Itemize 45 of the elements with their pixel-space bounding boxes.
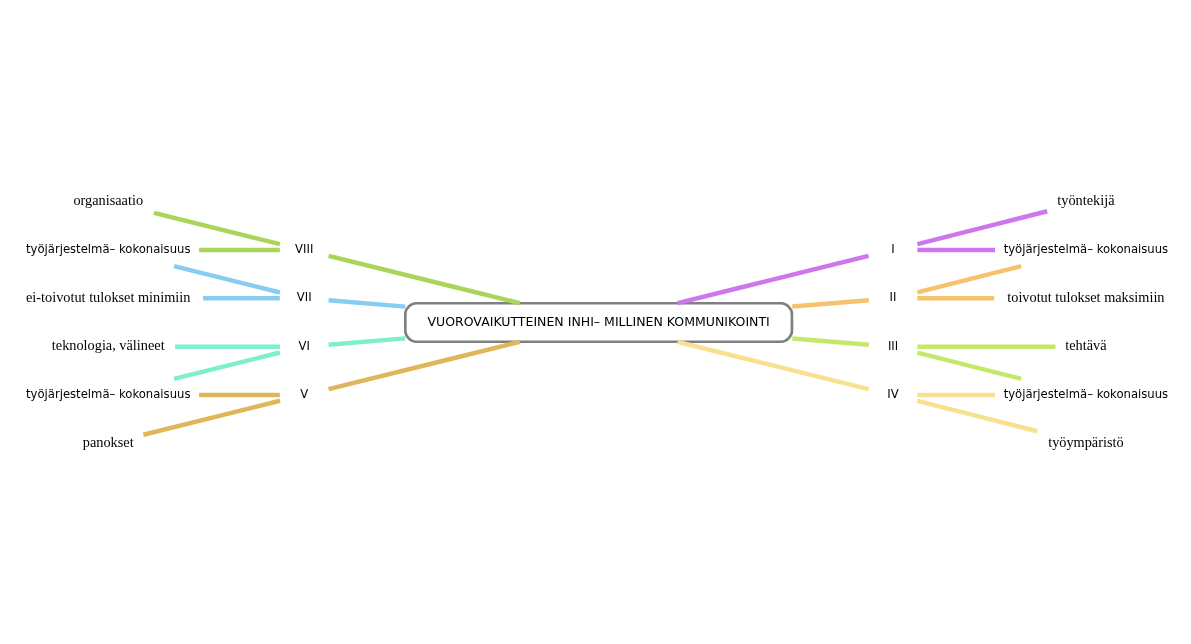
- connector: [677, 253, 870, 305]
- node-text: V: [300, 386, 309, 401]
- node-text: työjärjestelmä– kokonaisuus: [1003, 386, 1169, 401]
- connector: [792, 297, 870, 309]
- connector: [917, 247, 995, 252]
- node-text: VIII: [295, 241, 314, 256]
- connector: [142, 398, 281, 437]
- connector: [328, 339, 521, 391]
- node-box: VUOROVAIKUTTEINEN INHI– MILLINEN KOMMUNIKOINTI: [404, 301, 794, 343]
- node-text: työjärjestelmä– kokonaisuus: [26, 241, 191, 256]
- connector: [792, 335, 870, 347]
- connector: [328, 253, 521, 305]
- node-text: toivotut tulokset maksimiin: [1007, 288, 1165, 305]
- node-text: työjärjestelmä– kokonaisuus: [26, 386, 191, 401]
- connector: [916, 263, 1022, 295]
- node-text: työjärjestelmä– kokonaisuus: [1003, 241, 1169, 256]
- connector: [917, 392, 995, 397]
- node-text: III: [887, 338, 899, 353]
- connector: [173, 349, 281, 381]
- connector: [916, 208, 1048, 246]
- node-text: teknologia, välineet: [51, 336, 165, 353]
- connector: [916, 349, 1022, 381]
- node-text: VI: [298, 338, 310, 353]
- node-text: työntekijä: [1057, 191, 1115, 208]
- node-text: organisaatio: [73, 191, 144, 208]
- connector: [203, 295, 280, 301]
- node-text: tehtävä: [1065, 336, 1107, 353]
- connector: [199, 247, 280, 252]
- node-text: ei-toivotut tulokset minimiin: [26, 288, 191, 305]
- connector: [173, 263, 281, 295]
- node-text: työympäristö: [1048, 433, 1124, 450]
- node-text: IV: [887, 386, 899, 401]
- node-text: VII: [296, 289, 312, 304]
- connector: [199, 392, 280, 397]
- connector: [328, 335, 406, 347]
- node-text: I: [891, 241, 895, 256]
- connector: [153, 210, 281, 246]
- connector: [916, 398, 1038, 433]
- node-text: panokset: [82, 433, 134, 450]
- connector: [328, 297, 406, 309]
- connector: [917, 295, 995, 301]
- node-text: II: [889, 289, 897, 304]
- connector: [677, 339, 870, 391]
- connector: [917, 343, 1056, 349]
- connector: [175, 343, 280, 349]
